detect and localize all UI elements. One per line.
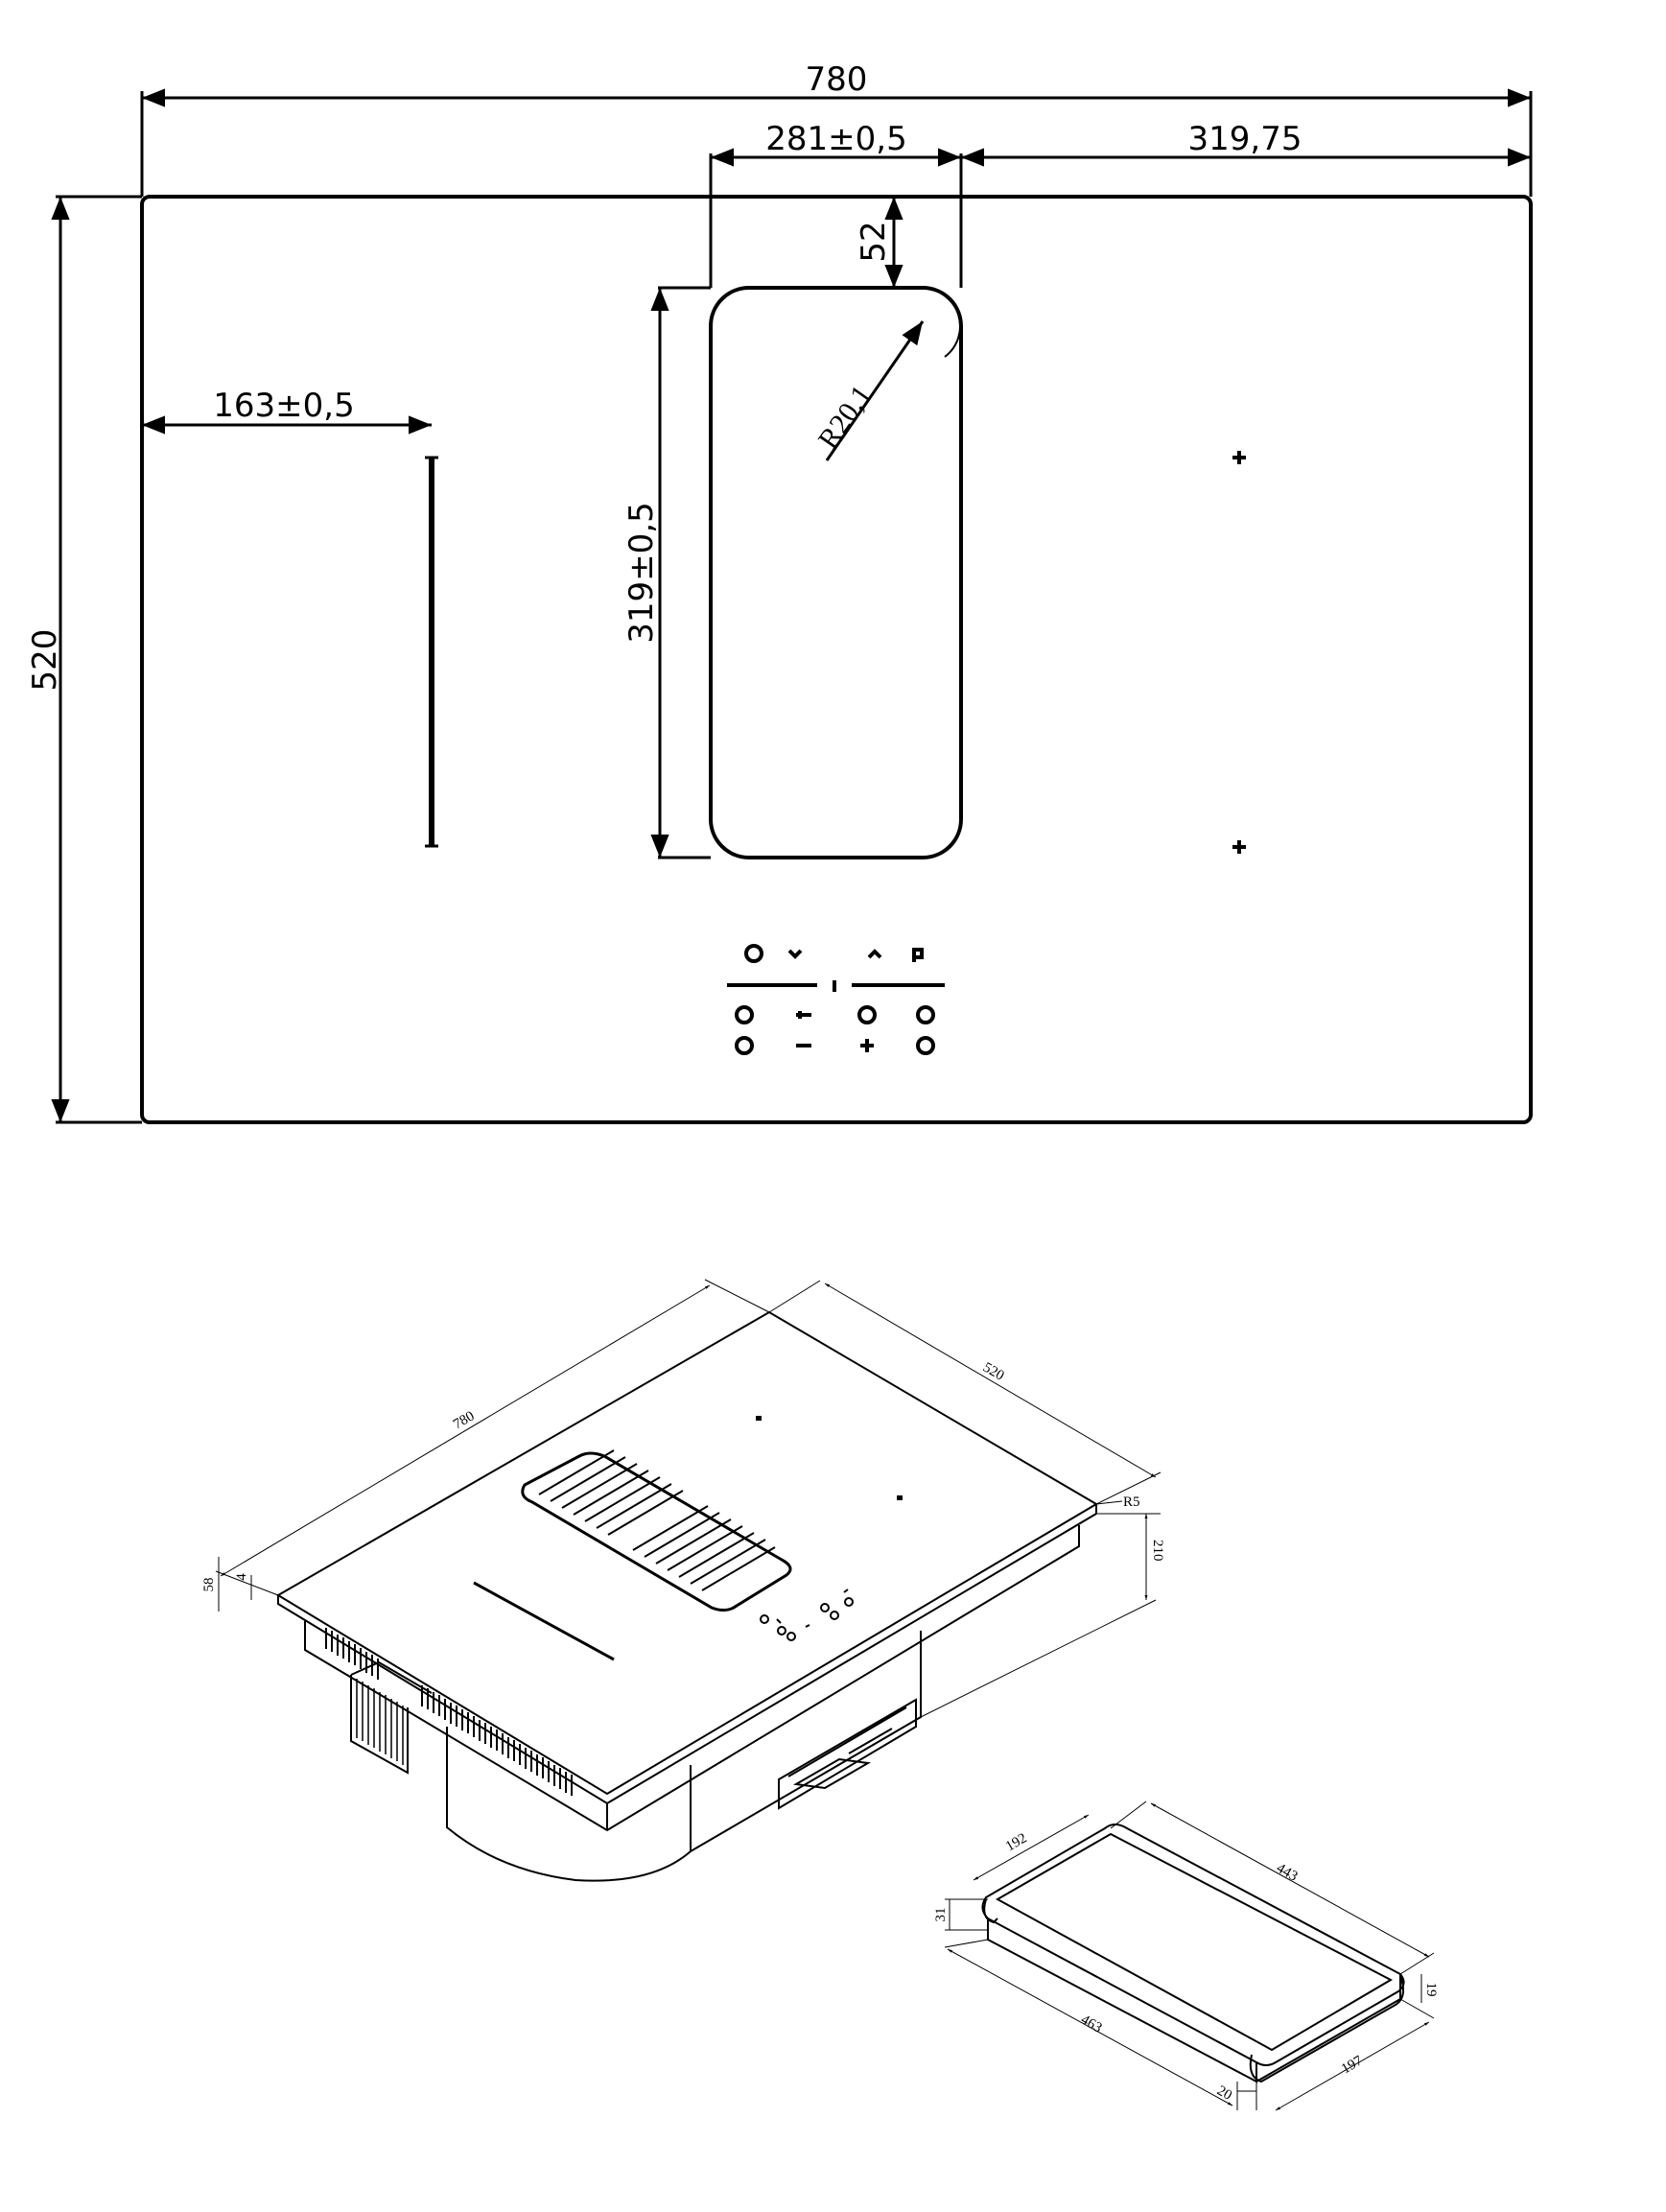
chevron-up-icon xyxy=(867,949,882,959)
chevron-down-icon xyxy=(787,949,803,959)
zone-icon-3 xyxy=(735,1036,754,1055)
dimension-cutout-width: 281±0,5 xyxy=(709,120,963,288)
tray-outer-width-label: 197 xyxy=(1339,2053,1366,2077)
overall-depth-label: 520 xyxy=(26,629,64,692)
isometric-view: 780 520 210 R5 58 4 xyxy=(201,1279,1165,1882)
tray-handle-height-label: 19 xyxy=(1423,1983,1439,1997)
iso-outlet xyxy=(778,1698,917,1810)
iso-vent-grille xyxy=(521,1451,792,1612)
tray-dim-lip: 20 xyxy=(1214,2082,1257,2110)
iso-glass-thickness-label: 4 xyxy=(234,1573,249,1581)
top-view: 780 281±0,5 319,75 52 R20,1 xyxy=(26,60,1533,1124)
tray-view: 192 443 31 19 463 xyxy=(933,1800,1439,2111)
tray-lip-label: 20 xyxy=(1214,2083,1234,2104)
corner-radius-indicator: R20,1 xyxy=(812,287,962,461)
dimension-right-offset: 319,75 xyxy=(961,120,1531,167)
tray-handle-left xyxy=(983,1898,998,1924)
tray-outer xyxy=(981,1824,1405,2066)
iso-dim-height: 210 xyxy=(920,1513,1165,1718)
iso-zone-line xyxy=(473,1581,615,1661)
left-offset-label: 163±0,5 xyxy=(213,387,354,425)
dimension-cutout-top-offset: 52 xyxy=(855,197,903,288)
corner-radius-label: R20,1 xyxy=(812,380,879,455)
iso-depth-label: 520 xyxy=(980,1360,1006,1384)
cutout-width-label: 281±0,5 xyxy=(765,120,906,158)
iso-frame xyxy=(304,1525,1080,1832)
dimension-overall-width: 780 xyxy=(140,60,1533,197)
timer-icon xyxy=(744,944,763,963)
iso-glass-top xyxy=(276,1310,1098,1796)
tray-length-label: 443 xyxy=(1274,1861,1300,1885)
iso-dim-frame: 58 4 xyxy=(201,1557,252,1612)
iso-dim-width: 780 xyxy=(215,1279,770,1596)
hob-outline xyxy=(140,195,1533,1124)
iso-duct xyxy=(446,1727,692,1882)
tray-dim-length: 443 xyxy=(1110,1800,1435,1975)
cutout-top-offset-label: 52 xyxy=(855,221,893,262)
control-panel xyxy=(727,944,945,1055)
iso-corner-radius: R5 xyxy=(1095,1494,1140,1510)
iso-corner-radius-label: R5 xyxy=(1123,1494,1140,1510)
tray-dim-height: 31 xyxy=(933,1898,988,1931)
plus-icon xyxy=(860,1039,874,1052)
vent-cutout xyxy=(709,286,963,859)
iso-height-label: 210 xyxy=(1150,1540,1165,1562)
iso-frame-height-label: 58 xyxy=(201,1578,217,1592)
dimension-left-offset: 163±0,5 xyxy=(142,387,432,435)
iso-side-vents xyxy=(325,1628,573,1796)
iso-zone-marker-2 xyxy=(897,1495,903,1500)
right-zone-markers xyxy=(1232,451,1246,854)
key-lock-icon xyxy=(796,1011,811,1019)
tray-dim-outer-length: 463 xyxy=(944,1939,1233,2106)
dimension-cutout-depth: 319±0,5 xyxy=(622,286,711,859)
tray-height-label: 31 xyxy=(933,1908,949,1922)
cutout-depth-label: 319±0,5 xyxy=(622,502,661,643)
left-zone-marker xyxy=(425,456,438,848)
iso-control-panel xyxy=(760,1588,854,1641)
zone-icon-1 xyxy=(735,1005,754,1024)
tray-dim-handle: 19 xyxy=(1420,1974,1439,2003)
iso-dim-depth: 520 xyxy=(768,1280,1162,1505)
iso-width-label: 780 xyxy=(451,1408,477,1432)
zone-icon-4 xyxy=(916,1036,935,1055)
power-icon xyxy=(857,1005,877,1024)
overall-width-label: 780 xyxy=(806,60,868,99)
dimension-overall-depth: 520 xyxy=(26,195,142,1124)
zone-icon-2 xyxy=(916,1005,935,1024)
iso-zone-marker-1 xyxy=(756,1416,762,1421)
tray-handle-right xyxy=(1249,1975,1405,2083)
pause-icon xyxy=(912,948,924,962)
iso-motor xyxy=(350,1660,433,1775)
right-offset-label: 319,75 xyxy=(1188,120,1302,158)
